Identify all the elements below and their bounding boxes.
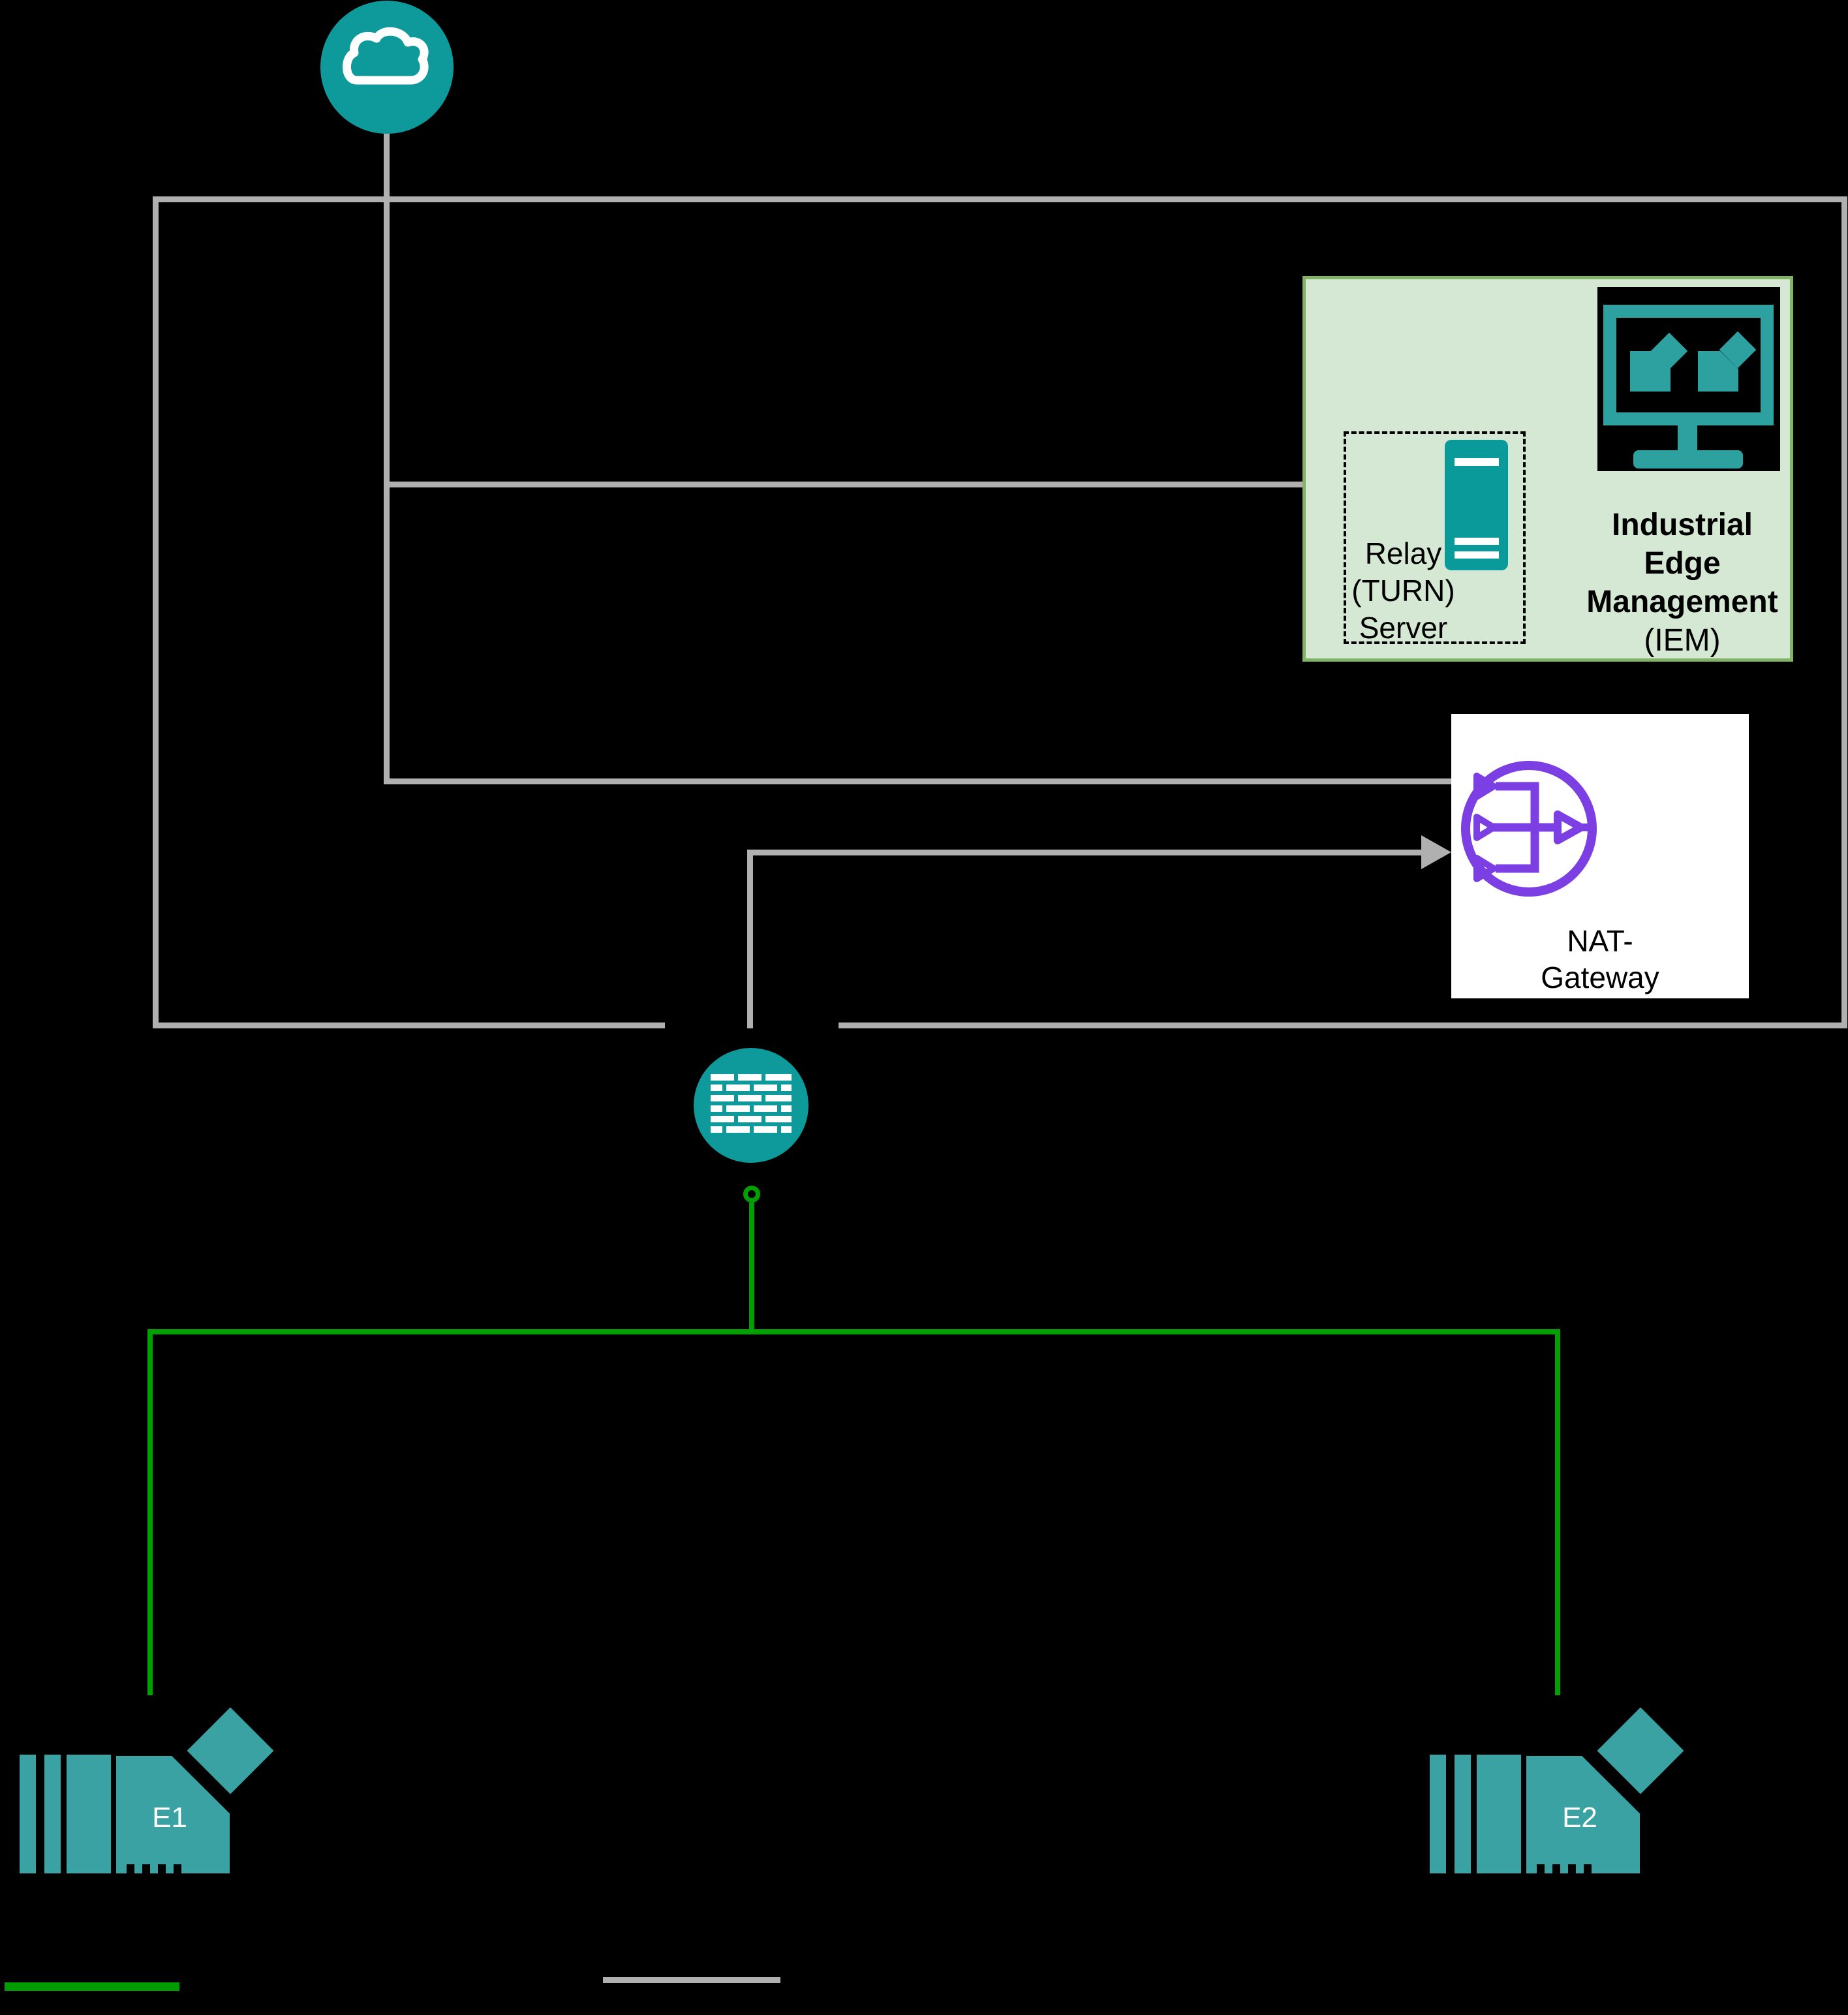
device-bar [20, 1755, 36, 1873]
device-notch [127, 1864, 134, 1873]
firewall-icon [694, 1048, 808, 1163]
server-stripe [1455, 458, 1499, 466]
relay-dashed-box [1344, 431, 1526, 644]
device-notch [1568, 1864, 1576, 1873]
device-diamond [1597, 1707, 1684, 1794]
arrow-line-to-nat [747, 850, 1423, 855]
monitor-stand-base [1633, 450, 1743, 469]
legend-gray-line-sample [603, 1977, 780, 1983]
legend-green-line-sample [5, 1982, 179, 1991]
network-zone-border-bottom-right [839, 1023, 1844, 1028]
network-zone-border-right [1841, 196, 1847, 1028]
network-zone-border-bottom-left [153, 1023, 665, 1028]
device-label: E2 [1562, 1802, 1597, 1834]
iem-title-line3: Management [1586, 585, 1778, 619]
lan-drop-to-e2 [1555, 1329, 1560, 1695]
device-bar [1455, 1755, 1471, 1873]
lan-vertical-from-firewall [749, 1203, 754, 1332]
device-label: E1 [152, 1802, 187, 1834]
nat-gateway-box: NAT- Gateway [1451, 714, 1749, 998]
relay-server-icon [1445, 440, 1508, 570]
device-bar-wide [67, 1755, 111, 1873]
device-notch [158, 1864, 166, 1873]
line-to-nat [384, 778, 1451, 784]
iem-box: Relay (TURN) Server Industrial Edge Mana… [1302, 276, 1793, 662]
lan-drop-to-e1 [147, 1329, 153, 1695]
device-notch [1584, 1864, 1592, 1873]
iem-title-line1: Industrial [1611, 508, 1753, 542]
nat-gateway-icon [1461, 761, 1597, 897]
firewall-vertical-line [747, 850, 753, 1028]
nat-gateway-label: NAT- Gateway [1502, 923, 1698, 996]
edge-device-e1: E1 [20, 1706, 294, 1883]
network-zone-border-top [153, 196, 1844, 202]
device-notch [174, 1864, 181, 1873]
nat-label-line1: NAT- [1567, 924, 1633, 958]
iem-title: Industrial Edge Management (IEM) [1565, 506, 1800, 660]
lan-port-ring [743, 1186, 760, 1203]
arrowhead-to-nat [1421, 835, 1451, 869]
iem-subtitle: (IEM) [1644, 623, 1721, 658]
device-notch [142, 1864, 150, 1873]
line-to-iem [386, 482, 1302, 487]
internet-cloud-icon [320, 1, 454, 134]
device-bar [44, 1755, 61, 1873]
iem-title-line2: Edge [1644, 546, 1721, 581]
device-bar-wide [1477, 1755, 1521, 1873]
relay-label: Relay (TURN) Server [1346, 535, 1460, 647]
brick-pattern [711, 1074, 792, 1133]
relay-label-line3: Server [1359, 611, 1448, 645]
lan-horizontal-line [147, 1329, 1560, 1334]
monitor-frame [1603, 305, 1774, 425]
cloud-glyph [343, 27, 429, 85]
relay-label-line1: Relay [1364, 536, 1442, 570]
device-diamond [187, 1707, 274, 1794]
iem-monitor-icon [1597, 287, 1780, 471]
cloud-vertical-line [384, 132, 390, 784]
device-notch [1537, 1864, 1545, 1873]
device-notch [1552, 1864, 1560, 1873]
nat-label-line2: Gateway [1541, 961, 1659, 994]
server-stripe [1455, 551, 1499, 559]
device-bar [1430, 1755, 1446, 1873]
server-stripe [1455, 538, 1499, 545]
monitor-stand-stem [1678, 425, 1697, 450]
edge-device-e2: E2 [1430, 1706, 1704, 1883]
network-zone-border-left [153, 196, 159, 1028]
relay-label-line2: (TURN) [1351, 574, 1455, 608]
